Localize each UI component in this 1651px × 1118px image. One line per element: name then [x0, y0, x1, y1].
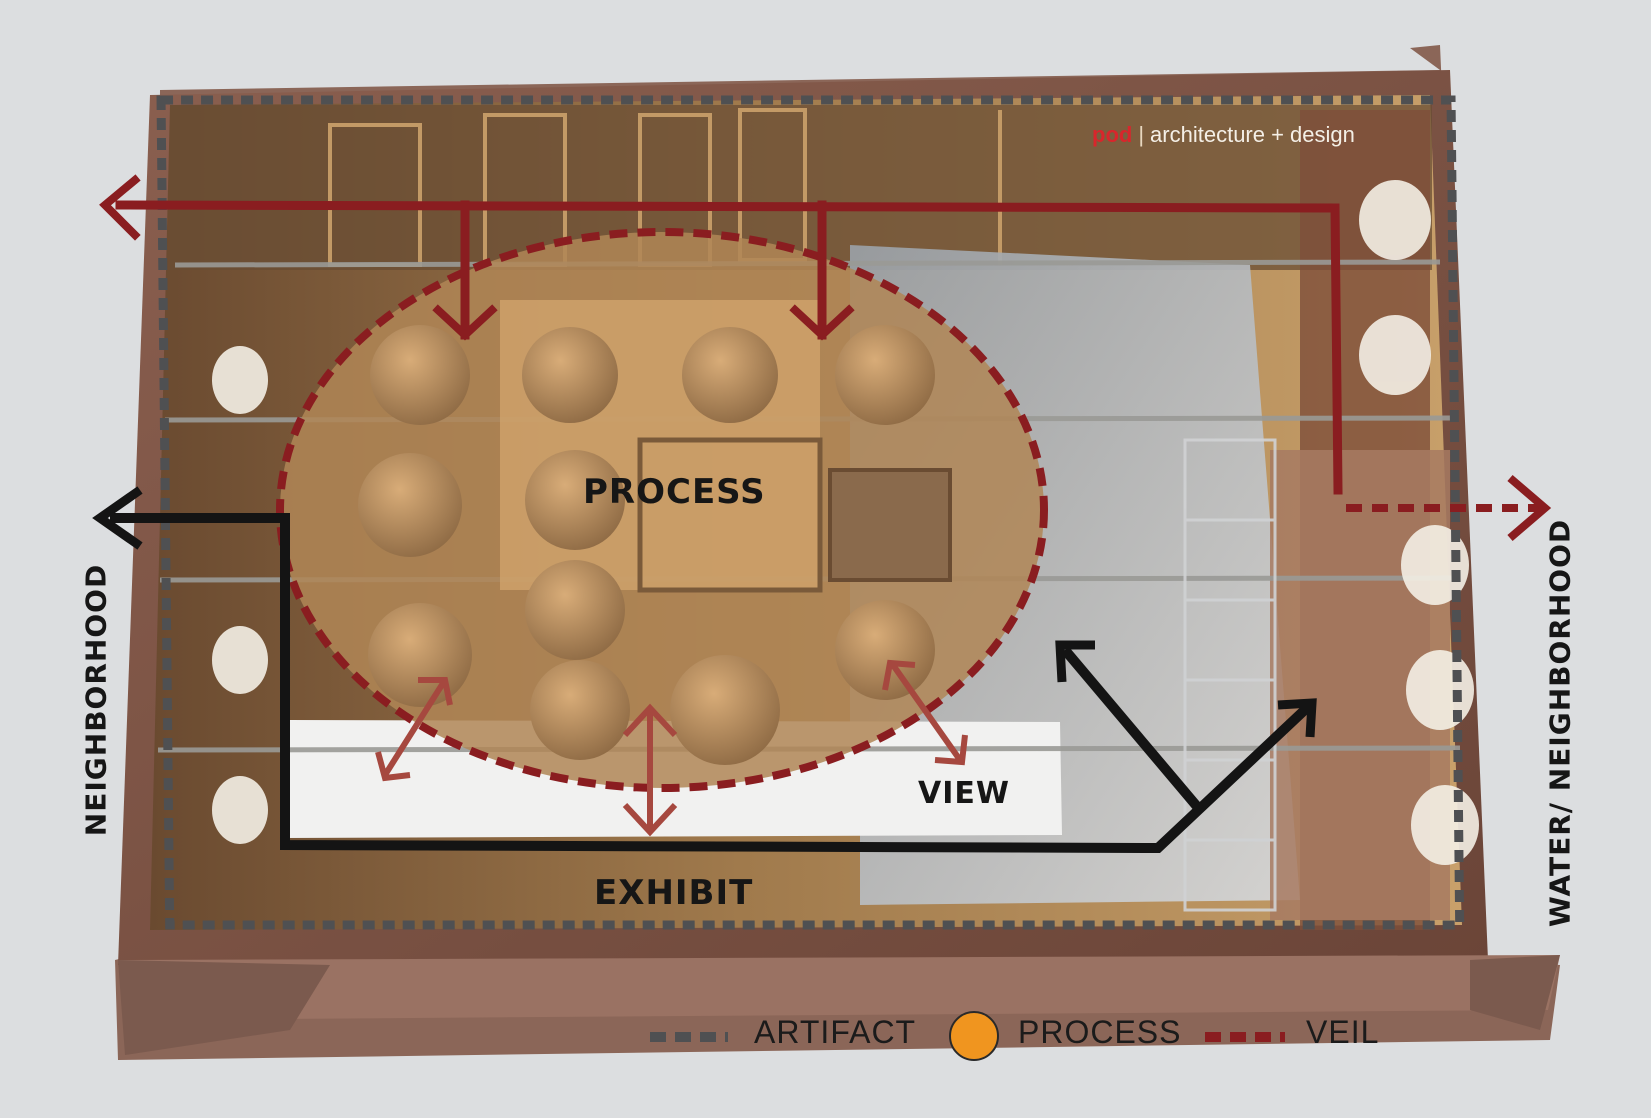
water-neighborhood-label: WATER/ NEIGHBORHOOD [1543, 518, 1577, 928]
brand-separator: | [1138, 122, 1145, 147]
view-label: VIEW [918, 776, 1010, 811]
legend: ARTIFACT PROCESS VEIL [650, 1014, 1410, 1062]
legend-artifact-label: ARTIFACT [754, 1014, 917, 1050]
veil-exit-arrow [1346, 474, 1552, 542]
exhibit-label: EXHIBIT [594, 873, 754, 913]
view-arrows [375, 659, 968, 837]
brand-name: pod [1092, 122, 1133, 147]
legend-process-label: PROCESS [1018, 1014, 1182, 1050]
neighborhood-label: NEIGHBORHOOD [79, 563, 113, 837]
brand-logo: pod|architecture + design [1092, 122, 1355, 148]
artifact-boundary [156, 95, 1465, 930]
legend-swatches [650, 1011, 1285, 1061]
legend-process-swatch [949, 1011, 999, 1061]
process-label: PROCESS [583, 472, 766, 512]
veil-circulation-lines [99, 174, 1343, 495]
brand-tagline: architecture + design [1150, 122, 1355, 147]
exhibit-circulation-path [92, 486, 1317, 854]
veil-boundary [276, 228, 1048, 792]
legend-veil-label: VEIL [1306, 1014, 1380, 1050]
